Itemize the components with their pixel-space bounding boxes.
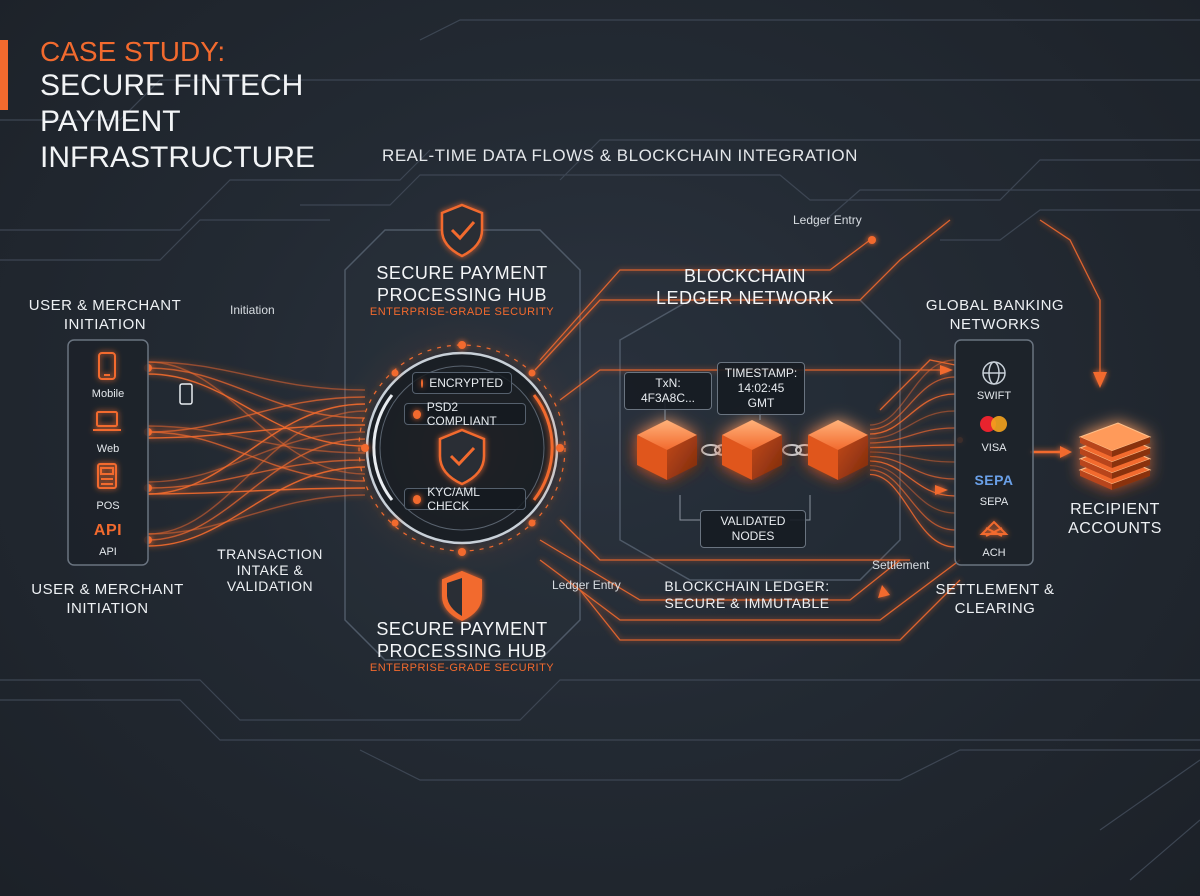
flow-line <box>147 361 366 475</box>
card-circles-icon <box>980 416 1007 432</box>
flow-line <box>869 393 956 435</box>
flow-line <box>147 438 366 541</box>
status-dot <box>421 378 424 388</box>
flow-line <box>147 403 366 495</box>
flow-line <box>869 444 956 449</box>
source-channel-panel <box>67 339 149 566</box>
flow-line <box>147 373 366 447</box>
flow-line <box>869 473 956 548</box>
status-dot <box>413 494 422 504</box>
status-dot <box>413 409 421 419</box>
flow-line <box>147 459 366 489</box>
check-encrypted: ENCRYPTED <box>412 372 512 394</box>
flow-line <box>147 396 366 433</box>
sources-bottom-title: USER & MERCHANT INITIATION <box>31 581 184 617</box>
flow-line <box>147 466 366 547</box>
flow-line <box>869 455 956 480</box>
sources-title: USER & MERCHANT INITIATION <box>28 297 182 333</box>
flow-line <box>147 410 366 535</box>
channel-mobile: Mobile <box>91 388 125 400</box>
flow-line <box>869 460 956 497</box>
shield-check-icon <box>438 428 486 486</box>
blockchain-block <box>808 420 868 480</box>
bank-to-recipient-arrow <box>878 365 1107 598</box>
channel-web: Web <box>96 443 120 455</box>
blockchain-blocks <box>637 420 868 480</box>
timestamp-box: TIMESTAMP: 14:02:45 GMT <box>717 362 805 415</box>
flow-line <box>147 431 366 482</box>
blockchain-to-bank-lines <box>869 359 956 548</box>
source-to-hub-lines <box>147 361 366 547</box>
channel-api: API <box>99 546 117 558</box>
page-title: SECURE FINTECH PAYMENT INFRASTRUCTURE <box>40 69 315 174</box>
flow-line <box>869 427 956 444</box>
background-circuit-lines <box>0 19 1200 881</box>
blockchain-block <box>637 420 697 480</box>
laptop-icon <box>93 411 121 431</box>
network-swift: SWIFT <box>976 390 1012 402</box>
flow-line <box>147 487 366 495</box>
flow-line <box>147 494 366 535</box>
banking-bottom-title: SETTLEMENT & CLEARING <box>935 581 1055 617</box>
network-sepa: SEPA <box>979 496 1009 508</box>
intake-label: TRANSACTION INTAKE & VALIDATION <box>217 546 323 594</box>
smartphone-icon <box>98 352 116 380</box>
flow-line <box>869 376 956 431</box>
shield-icon <box>442 570 482 622</box>
handheld-device-icon <box>179 383 193 405</box>
flow-line <box>147 424 366 439</box>
title-accent-bar <box>0 40 8 110</box>
flow-line <box>869 464 956 514</box>
sepa-logo-icon: SEPA <box>974 472 1014 488</box>
ledger-entry-bottom: Ledger Entry <box>552 578 621 592</box>
check-psd2: PSD2 COMPLIANT <box>404 400 526 428</box>
orange-routes <box>534 219 1101 641</box>
shield-icon <box>440 203 484 258</box>
case-study-label: CASE STUDY: <box>40 36 226 67</box>
hub-bottom-title: SECURE PAYMENT PROCESSING HUB <box>376 619 548 661</box>
flow-line <box>147 367 366 419</box>
banking-network-panel <box>954 339 1034 566</box>
network-ach: ACH <box>982 547 1006 559</box>
globe-icon <box>982 361 1006 385</box>
pos-terminal-icon <box>97 463 117 489</box>
money-stack-icon <box>1078 422 1152 490</box>
flow-line <box>147 425 366 454</box>
channel-pos: POS <box>96 500 120 512</box>
flow-line <box>147 361 366 391</box>
flow-line <box>869 410 956 440</box>
network-visa: VISA <box>981 442 1007 454</box>
validated-nodes-box: VALIDATED NODES <box>700 510 806 548</box>
blockchain-title: BLOCKCHAIN LEDGER NETWORK <box>655 266 835 308</box>
blockchain-bottom-title: BLOCKCHAIN LEDGER: SECURE & IMMUTABLE <box>664 578 830 611</box>
hub-title: SECURE PAYMENT PROCESSING HUB <box>376 263 548 305</box>
flow-line <box>869 451 956 463</box>
recipient-title: RECIPIENT ACCOUNTS <box>1068 501 1162 537</box>
settlement-label: Settlement <box>872 558 930 572</box>
ledger-entry-top: Ledger Entry <box>793 213 862 227</box>
blockchain-block <box>722 420 782 480</box>
api-icon: API <box>93 522 123 539</box>
flow-line <box>869 469 956 531</box>
page-subtitle: REAL-TIME DATA FLOWS & BLOCKCHAIN INTEGR… <box>382 146 858 165</box>
hub-bottom-tagline: ENTERPRISE-GRADE SECURITY <box>369 662 555 674</box>
initiation-label: Initiation <box>230 303 275 317</box>
hub-tagline: ENTERPRISE-GRADE SECURITY <box>369 306 555 318</box>
banking-title: GLOBAL BANKING NETWORKS <box>925 297 1065 333</box>
check-kyc-aml: KYC/AML CHECK <box>404 485 526 513</box>
bank-icon <box>979 520 1009 537</box>
txn-id-box: TxN: 4F3A8C... <box>624 372 712 410</box>
